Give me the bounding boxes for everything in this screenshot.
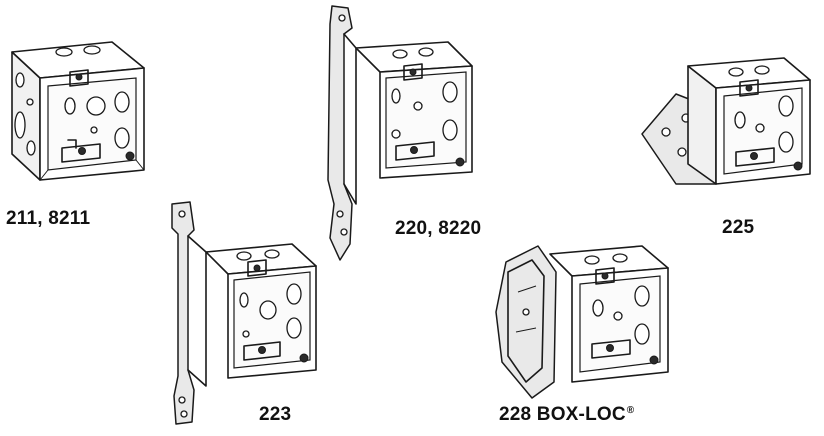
model-name-228: 228 BOX-LOC: [499, 404, 626, 425]
model-label-228-box-loc: 228 BOX-LOC®: [499, 404, 634, 426]
box-223-illustration: [168, 200, 328, 430]
registered-trademark-mark: ®: [626, 405, 635, 416]
box-220-illustration: [322, 4, 482, 264]
box-211-illustration: [4, 30, 154, 190]
box-225-illustration: [636, 34, 816, 204]
model-label-220: 220, 8220: [395, 218, 482, 239]
box-228-box-loc-illustration: [492, 232, 682, 400]
model-label-223: 223: [259, 404, 292, 425]
model-label-225: 225: [722, 217, 755, 238]
model-label-211: 211, 8211: [6, 208, 91, 229]
